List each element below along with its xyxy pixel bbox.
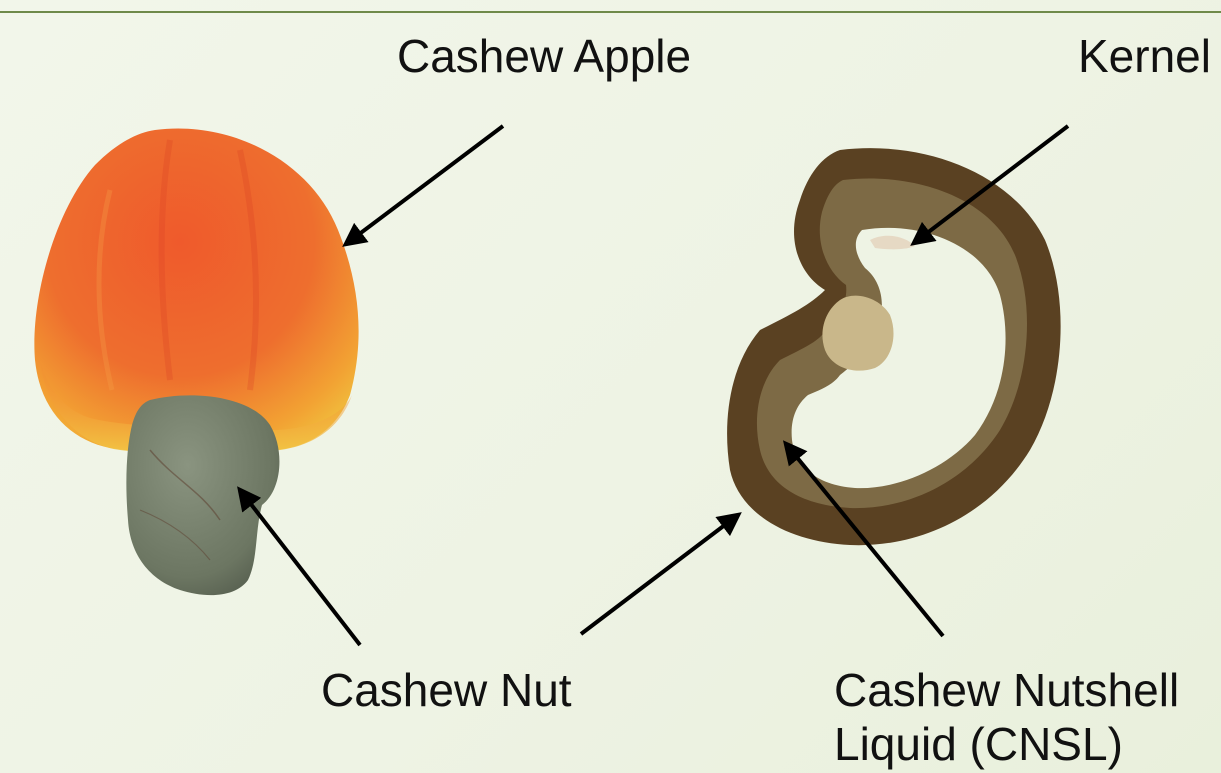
cashew-nut-illustration [126,395,279,595]
label-cnsl-line1: Cashew Nutshell [834,664,1179,717]
label-cnsl-line2: Liquid (CNSL) [834,718,1123,771]
arrow-cashew-apple [346,126,503,244]
arrow-cashew-nut-left [240,490,360,645]
arrow-cashew-nut-right [581,515,738,634]
cut-shell-illustration [727,148,1061,545]
label-kernel: Kernel [1078,30,1211,83]
label-cashew-nut: Cashew Nut [321,664,572,717]
label-cashew-apple: Cashew Apple [397,30,691,83]
